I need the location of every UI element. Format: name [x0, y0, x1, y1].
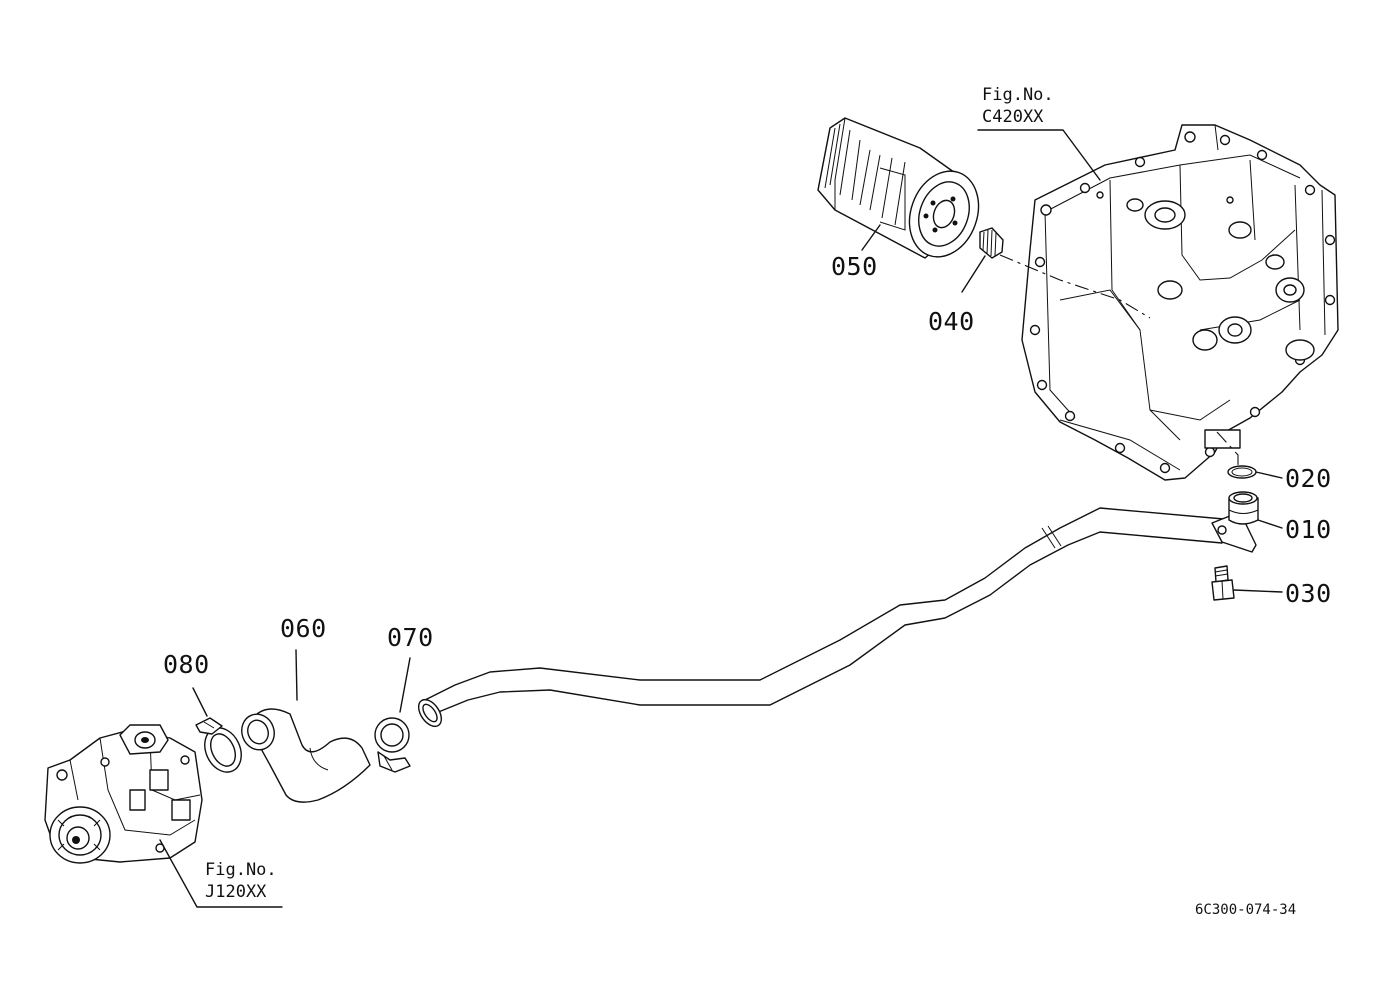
oil-filter	[817, 117, 980, 259]
case-bolt-holes	[1029, 131, 1336, 474]
suction-pipe	[417, 491, 1283, 728]
o-ring	[1227, 465, 1283, 479]
drawing-code: 6C300-074-34	[1195, 902, 1297, 918]
hose-leader	[295, 649, 298, 701]
fig-ref-transmission-line2: C420XX	[982, 107, 1044, 127]
label-010: 010	[1285, 515, 1332, 544]
fig-ref-pump: Fig.No. J120XX	[205, 859, 277, 903]
pipe-leader	[1257, 519, 1283, 529]
bolt-leader	[1233, 589, 1283, 593]
hose	[241, 649, 371, 803]
o-ring-leader	[1255, 471, 1283, 479]
fig-ref-pump-line2: J120XX	[205, 882, 267, 902]
fig-ref-transmission-line1: Fig.No.	[982, 85, 1054, 105]
label-070: 070	[387, 623, 434, 652]
label-040: 040	[928, 307, 975, 336]
label-080: 080	[163, 650, 210, 679]
label-060: 060	[280, 614, 327, 643]
nipple-leader	[961, 255, 986, 293]
hose-clamp-070	[374, 657, 411, 773]
bolt	[1211, 565, 1283, 601]
case-ports	[1126, 198, 1315, 449]
fig-ref-transmission: Fig.No. C420XX	[982, 84, 1054, 128]
filter-nipple	[961, 227, 1004, 293]
transmission-case	[977, 124, 1339, 481]
filter-leader	[861, 224, 881, 251]
transmission-ref-leader	[977, 129, 1101, 181]
hose-clamp-080	[192, 687, 242, 773]
clamp-080-leader	[192, 687, 208, 717]
clamp-070-leader	[399, 657, 411, 713]
label-020: 020	[1285, 464, 1332, 493]
label-050: 050	[831, 252, 878, 281]
label-030: 030	[1285, 579, 1332, 608]
pump-ref-leader	[159, 839, 283, 908]
hydraulic-pump	[44, 724, 283, 908]
fig-ref-pump-line1: Fig.No.	[205, 860, 277, 880]
